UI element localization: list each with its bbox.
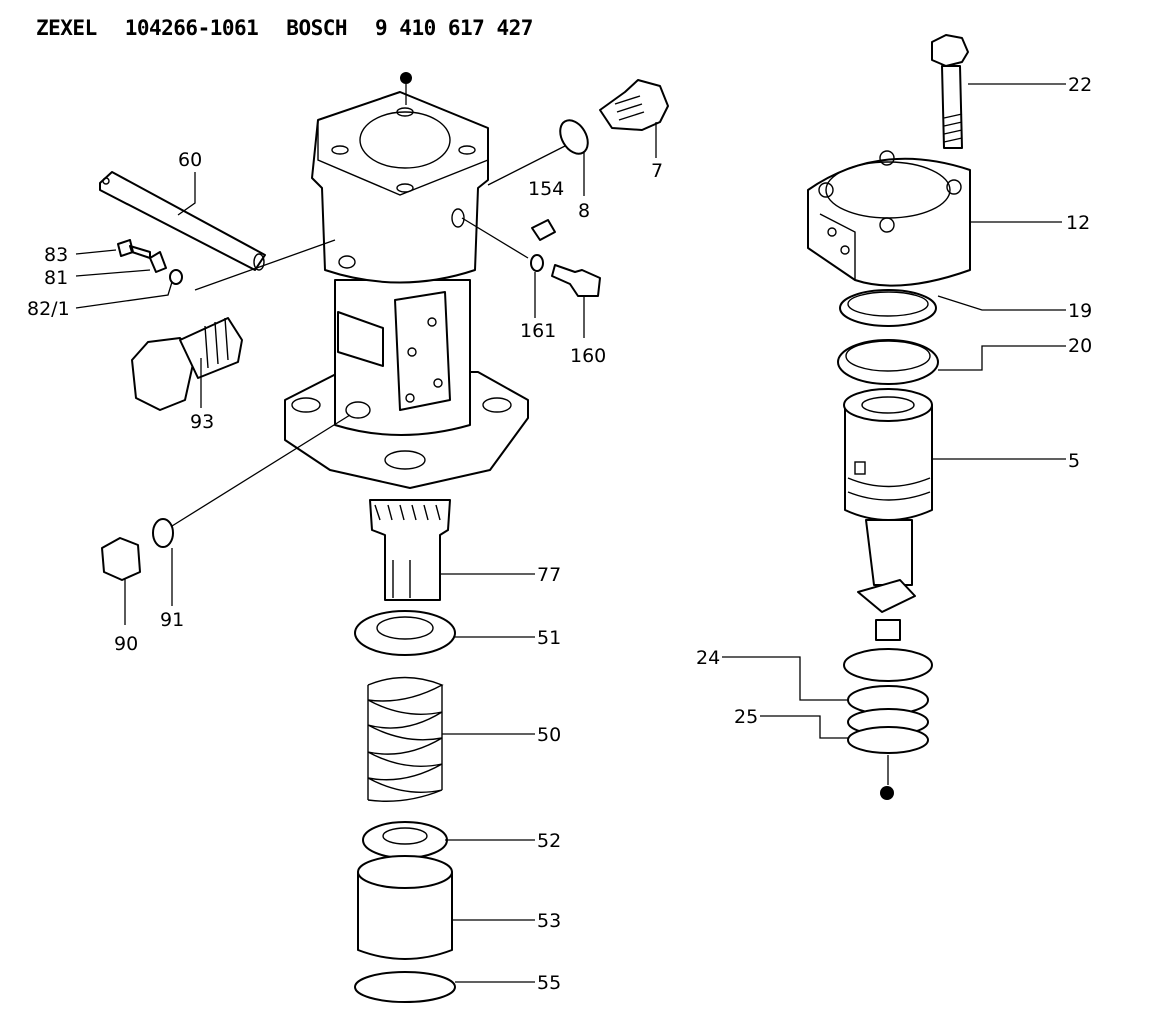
- part-91-gasket: [152, 518, 174, 548]
- callout-160: 160: [570, 345, 606, 367]
- part-51-spring-seat: [354, 610, 456, 656]
- maker-label: ZEXEL: [36, 16, 97, 40]
- assembly-line-91: [171, 414, 351, 527]
- part-19-o-ring: [839, 289, 937, 327]
- callout-90: 90: [114, 633, 138, 655]
- callout-53: 53: [537, 910, 561, 932]
- callout-52: 52: [537, 830, 561, 852]
- part-50-plunger-spring: [367, 676, 444, 802]
- part-93-overflow-valve: [131, 317, 243, 411]
- callout-82-1: 82/1: [27, 298, 70, 320]
- part-25-rings: [847, 708, 929, 754]
- callout-5: 5: [1068, 450, 1080, 472]
- leader-lines: [75, 83, 1066, 983]
- bosch-part-number: 9 410 617 427: [375, 16, 533, 40]
- top-marker-dot: [400, 72, 412, 84]
- callout-labels: 22 12 19 20 5 24 25 7 8 154 161 160 60 8…: [27, 74, 1092, 994]
- part-8-o-ring: [559, 119, 589, 155]
- callout-154: 154: [528, 178, 564, 200]
- pump-housing: [284, 91, 529, 489]
- callout-22: 22: [1068, 74, 1092, 96]
- callout-50: 50: [537, 724, 561, 746]
- part-52-lower-seat: [362, 821, 448, 859]
- part-60-lever-shaft: [99, 171, 266, 271]
- part-81-washer: [149, 251, 167, 273]
- callout-25: 25: [734, 706, 758, 728]
- assembly-line-8: [487, 145, 566, 186]
- callout-20: 20: [1068, 335, 1092, 357]
- callout-81: 81: [44, 267, 68, 289]
- part-24-rings: [843, 648, 933, 715]
- callout-12: 12: [1066, 212, 1090, 234]
- part-77-control-sleeve: [369, 499, 451, 601]
- assembly-line-161: [461, 217, 529, 259]
- part-161-gasket: [530, 254, 544, 272]
- zexel-part-number: 104266-1061: [124, 16, 259, 40]
- part-83-screw: [117, 239, 151, 259]
- callout-161: 161: [520, 320, 556, 342]
- callout-55: 55: [537, 972, 561, 994]
- part-82-ring: [169, 269, 183, 285]
- bottom-marker-dot: [880, 786, 894, 800]
- part-53-tappet: [357, 855, 453, 960]
- diagram-header: ZEXEL 104266-1061 BOSCH 9 410 617 427: [36, 16, 561, 40]
- callout-8: 8: [578, 200, 590, 222]
- callout-91: 91: [160, 609, 184, 631]
- assembly-line-60: [194, 239, 336, 291]
- part-12-head: [807, 150, 971, 287]
- part-55-snap-ring: [354, 971, 456, 1003]
- part-5-plunger-barrel: [843, 388, 933, 641]
- part-154-pin: [531, 219, 556, 241]
- part-20-backup-ring: [837, 339, 939, 385]
- callout-19: 19: [1068, 300, 1092, 322]
- brand-label: BOSCH: [286, 16, 348, 40]
- callout-93: 93: [190, 411, 214, 433]
- callout-51: 51: [537, 627, 561, 649]
- callout-77: 77: [537, 564, 561, 586]
- part-7-valve-holder: [599, 79, 669, 131]
- part-90-plug: [101, 537, 141, 581]
- part-160-bolt: [551, 264, 601, 297]
- part-22-bolt: [931, 34, 969, 149]
- callout-7: 7: [651, 160, 663, 182]
- callout-60: 60: [178, 149, 202, 171]
- callout-83: 83: [44, 244, 68, 266]
- callout-24: 24: [696, 647, 720, 669]
